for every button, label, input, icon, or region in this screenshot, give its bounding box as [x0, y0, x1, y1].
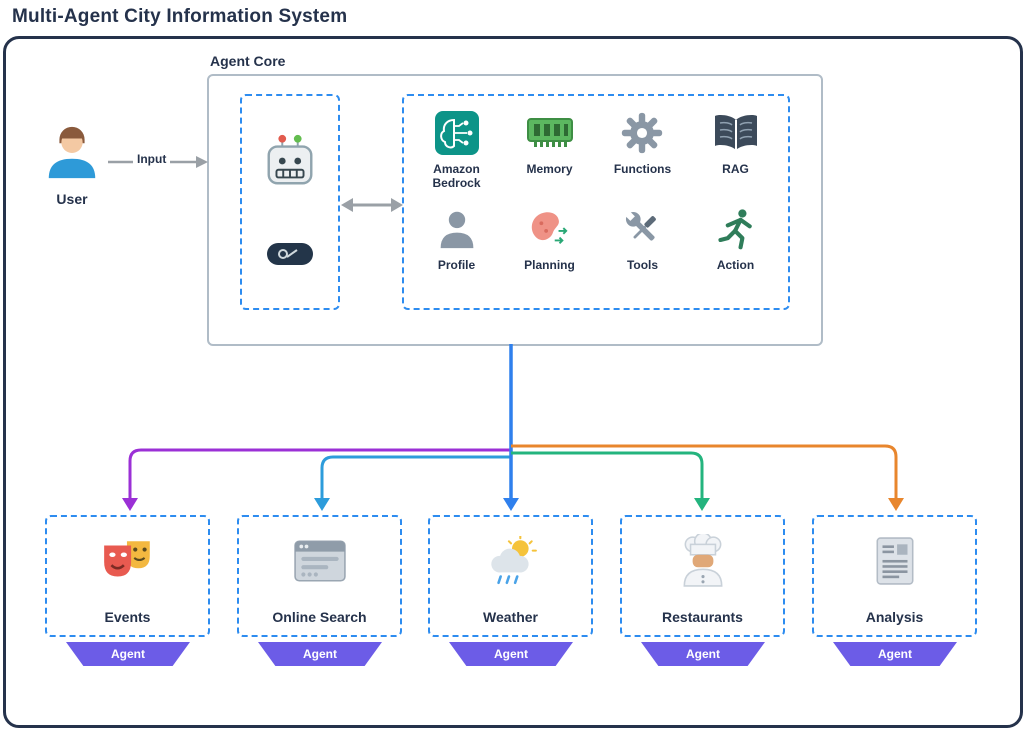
module-action: Action — [715, 202, 757, 273]
browser-window-icon — [293, 529, 347, 593]
gear-icon — [620, 106, 664, 160]
input-label: Input — [133, 152, 171, 166]
agent-banner-text: Agent — [494, 647, 528, 661]
agent-box-online-search: Online Search — [237, 515, 402, 637]
agent-box-restaurants: Restaurants — [620, 515, 785, 637]
agent-banner-events: Agent — [66, 642, 190, 666]
runner-icon — [715, 202, 757, 256]
modules-box: Amazon Bedrock Memory — [402, 94, 790, 310]
agent-banner-text: Agent — [686, 647, 720, 661]
agent-banner-weather: Agent — [449, 642, 573, 666]
module-label: Memory — [526, 162, 573, 176]
module-label: Planning — [524, 258, 575, 272]
agent-banner-text: Agent — [878, 647, 912, 661]
agent-core-label: Agent Core — [210, 53, 286, 69]
agent-label: Weather — [483, 609, 538, 625]
capsule-icon — [266, 242, 314, 271]
weather-icon — [482, 529, 540, 593]
theater-masks-icon — [100, 529, 156, 593]
agent-box-analysis: Analysis — [812, 515, 977, 637]
outer-border — [3, 36, 1023, 728]
agent-label: Events — [104, 609, 151, 625]
bedrock-icon — [434, 106, 480, 160]
document-icon — [874, 529, 916, 593]
open-book-icon — [711, 106, 761, 160]
agent-banner-text: Agent — [111, 647, 145, 661]
user-node: User — [36, 122, 108, 207]
memory-icon — [526, 106, 574, 160]
robot-icon — [262, 133, 318, 196]
module-planning: Planning — [524, 202, 575, 273]
module-amazon-bedrock: Amazon Bedrock — [419, 106, 495, 191]
person-icon — [437, 202, 477, 256]
agent-label: Analysis — [865, 609, 924, 625]
page-title: Multi-Agent City Information System — [12, 6, 348, 27]
agent-banner-analysis: Agent — [833, 642, 957, 666]
module-memory: Memory — [526, 106, 574, 177]
user-label: User — [56, 191, 88, 207]
module-label: Action — [716, 258, 755, 272]
module-profile: Profile — [437, 202, 477, 273]
agent-banner-restaurants: Agent — [641, 642, 765, 666]
agent-banner-text: Agent — [303, 647, 337, 661]
planning-icon — [526, 202, 572, 256]
module-functions: Functions — [614, 106, 671, 177]
module-rag: RAG — [711, 106, 761, 177]
module-tools: Tools — [621, 202, 665, 273]
module-label: Profile — [437, 258, 476, 272]
chef-icon — [678, 529, 728, 593]
agent-banner-online-search: Agent — [258, 642, 382, 666]
module-label: Functions — [613, 162, 672, 176]
module-label: Tools — [626, 258, 659, 272]
agent-label: Online Search — [272, 609, 367, 625]
orchestrator-box — [240, 94, 340, 310]
user-icon — [41, 126, 103, 186]
agent-box-weather: Weather — [428, 515, 593, 637]
agent-label: Restaurants — [662, 609, 743, 625]
module-label: Amazon Bedrock — [432, 162, 481, 190]
agent-box-events: Events — [45, 515, 210, 637]
module-label: RAG — [722, 162, 749, 176]
tools-icon — [621, 202, 665, 256]
